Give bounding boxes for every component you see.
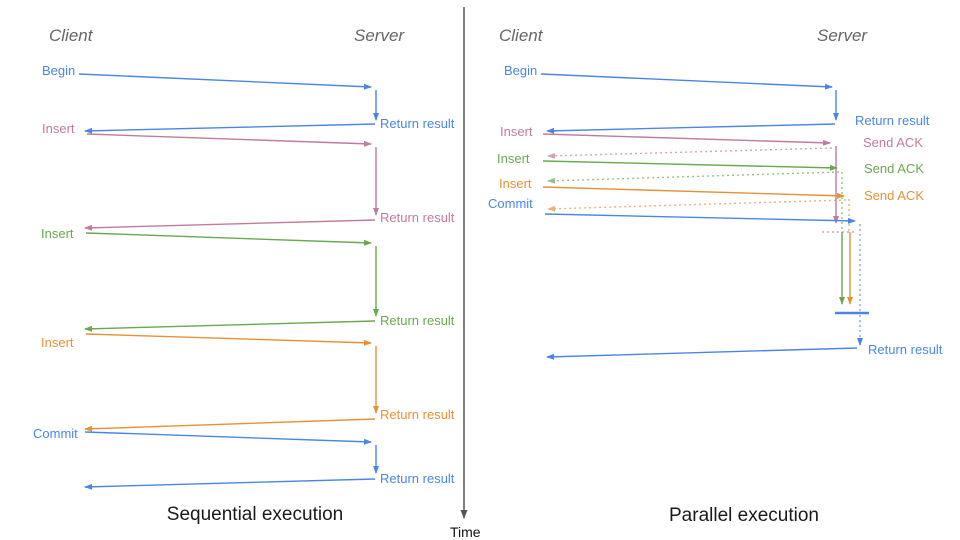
seq-insert1-label: Insert <box>42 121 75 136</box>
seq-commit-label: Commit <box>33 426 78 441</box>
par-server-header: Server <box>817 26 868 45</box>
par-begin-arrows <box>540 73 839 134</box>
seq-insert1-arrows <box>84 133 379 231</box>
seq-client-header: Client <box>49 26 93 45</box>
par-insert1-ack: Send ACK <box>863 135 923 150</box>
seq-insert3-result: Return result <box>380 407 455 422</box>
par-insert3-arrows <box>542 186 853 305</box>
seq-begin-result: Return result <box>380 116 455 131</box>
par-insert2-ack: Send ACK <box>864 161 924 176</box>
seq-insert3-arrows <box>84 333 379 432</box>
seq-insert3-label: Insert <box>41 335 74 350</box>
par-insert2-arrows <box>542 160 845 305</box>
parallel-title: Parallel execution <box>669 505 819 526</box>
par-begin-label: Begin <box>504 63 538 78</box>
time-axis-label: Time <box>450 524 481 540</box>
par-insert3-ack: Send ACK <box>864 188 924 203</box>
seq-begin-arrows <box>78 73 379 134</box>
seq-insert2-label: Insert <box>41 226 74 241</box>
par-commit-arrows <box>544 213 869 360</box>
par-insert1-label: Insert <box>500 124 533 139</box>
seq-insert1-result: Return result <box>380 210 455 225</box>
seq-insert2-arrows <box>84 232 379 332</box>
par-commit-label: Commit <box>488 196 533 211</box>
par-begin-result: Return result <box>855 113 930 128</box>
seq-insert2-result: Return result <box>380 313 455 328</box>
par-client-header: Client <box>499 26 543 45</box>
par-insert3-label: Insert <box>499 176 532 191</box>
seq-server-header: Server <box>354 26 405 45</box>
par-final-result: Return result <box>868 342 943 357</box>
seq-begin-label: Begin <box>42 63 76 78</box>
par-insert2-label: Insert <box>497 151 530 166</box>
seq-commit-result: Return result <box>380 471 455 486</box>
par-insert1-arrows <box>542 133 856 233</box>
seq-commit-arrows <box>84 431 379 490</box>
sequential-title: Sequential execution <box>166 504 344 525</box>
